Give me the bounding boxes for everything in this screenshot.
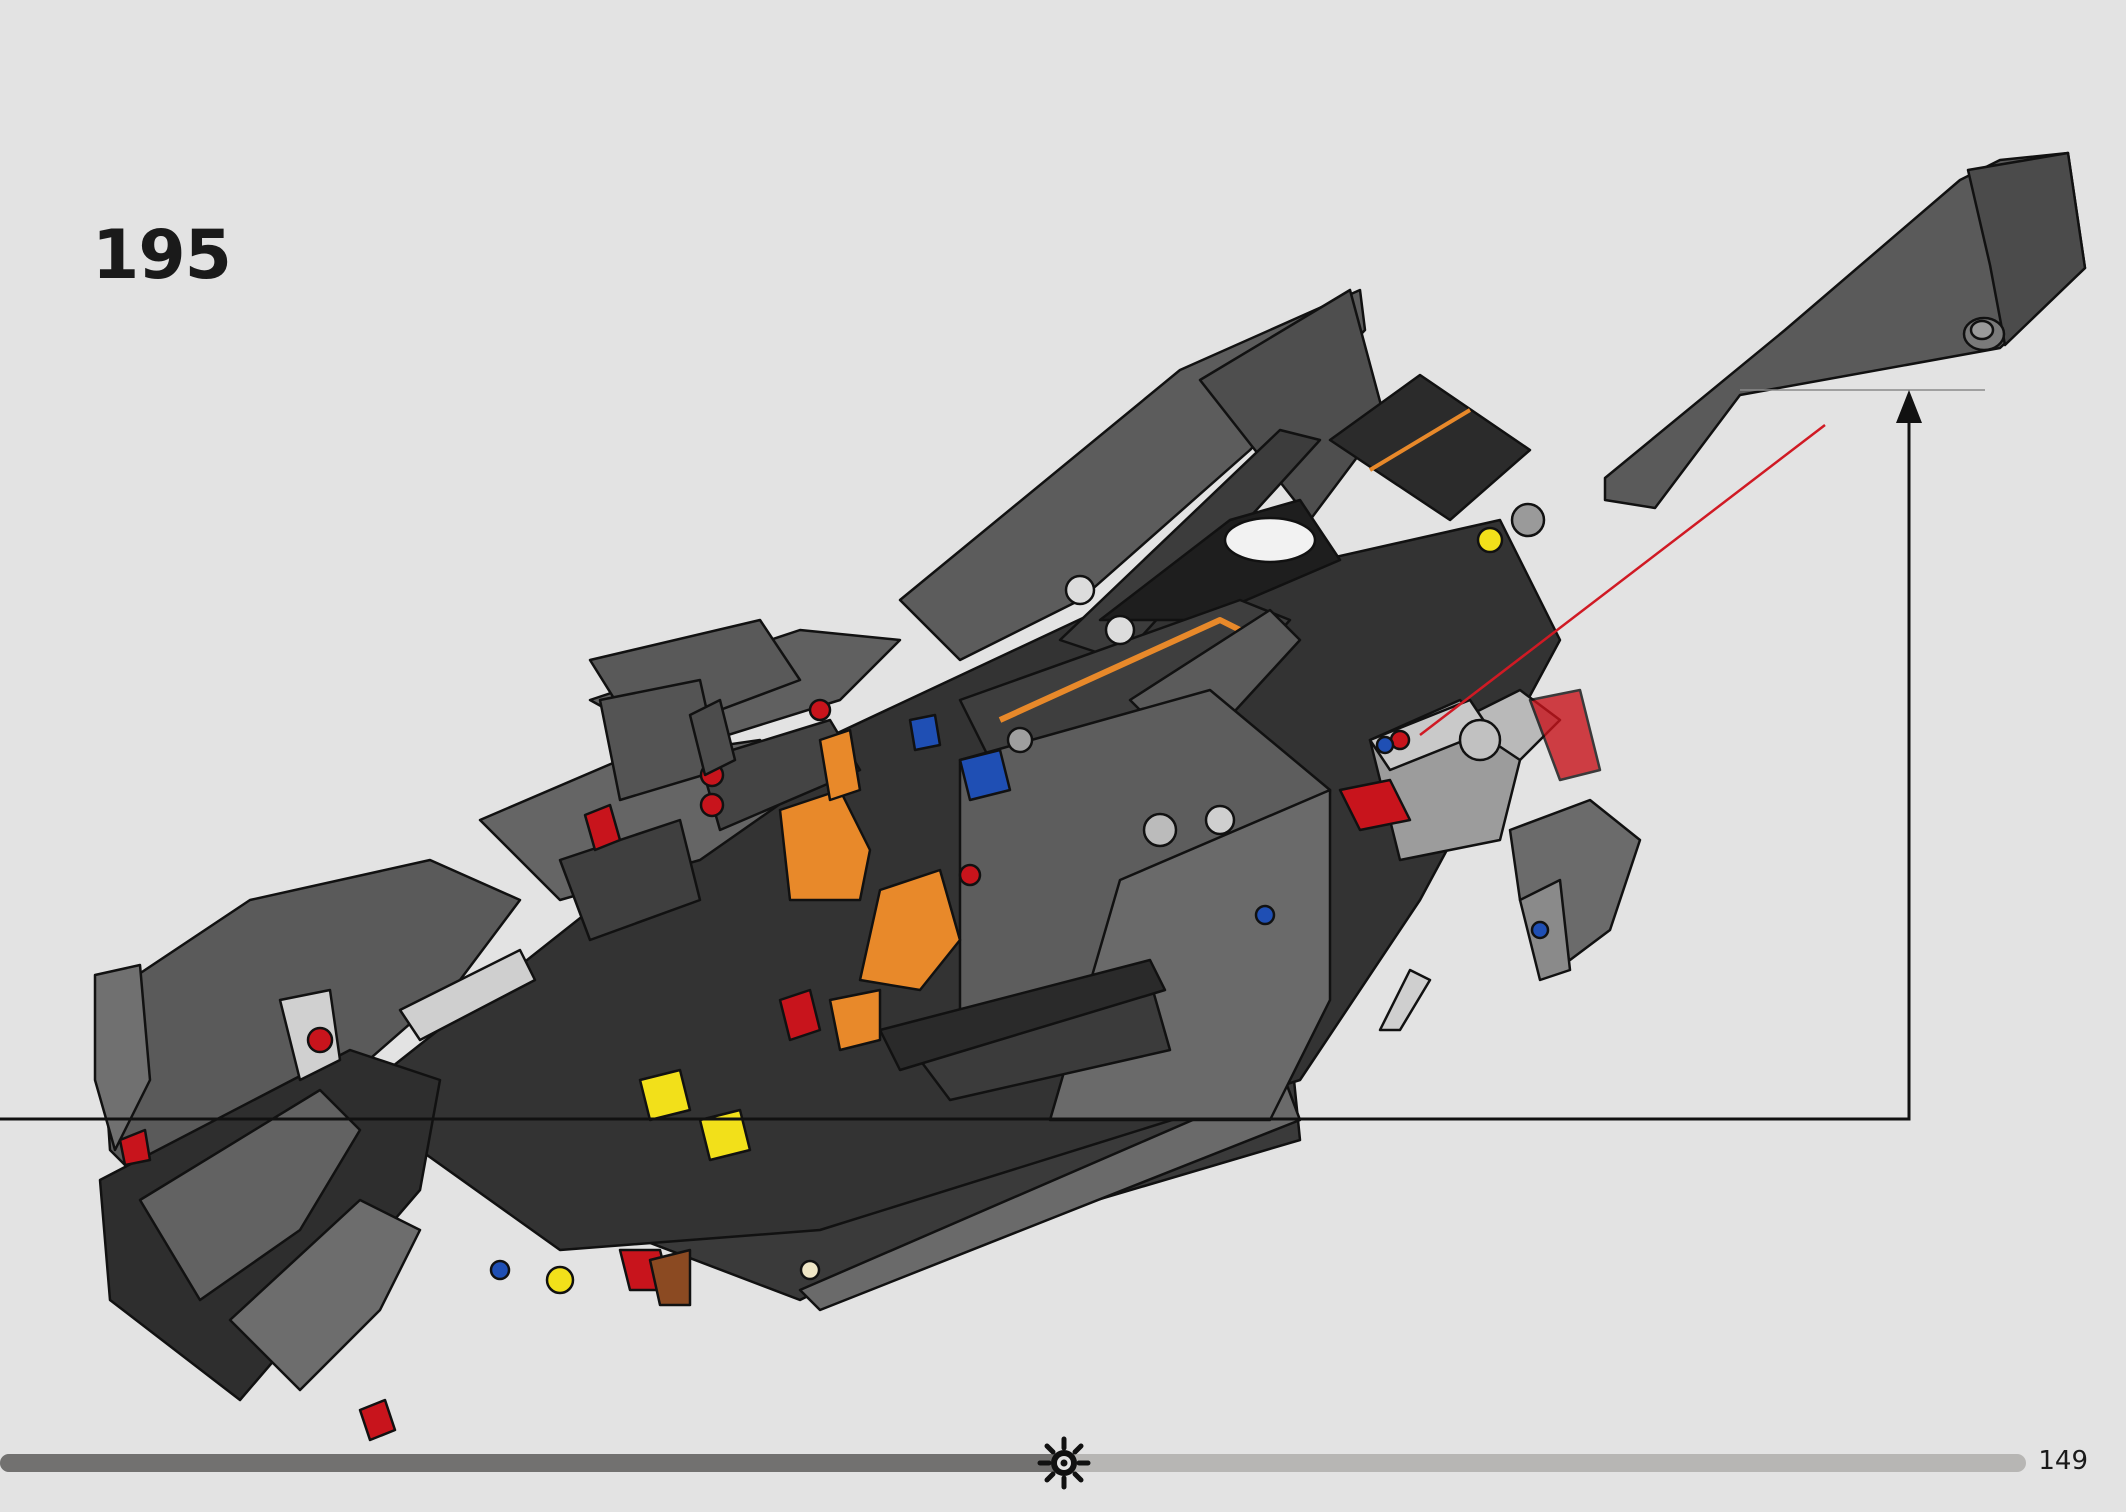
detached-wing-part <box>1603 151 2087 510</box>
progress-bar-track <box>0 1454 2026 1472</box>
alignment-guide-line <box>1419 424 1826 736</box>
car-model <box>93 288 1642 1442</box>
arrow-up-icon <box>1896 390 1922 423</box>
page-number: 149 <box>2038 1446 2088 1476</box>
gear-sun-icon <box>1037 1436 1091 1490</box>
progress-bar-fill <box>0 1454 1064 1472</box>
step-number: 195 <box>92 216 232 295</box>
callout-arrow <box>0 390 1922 1121</box>
